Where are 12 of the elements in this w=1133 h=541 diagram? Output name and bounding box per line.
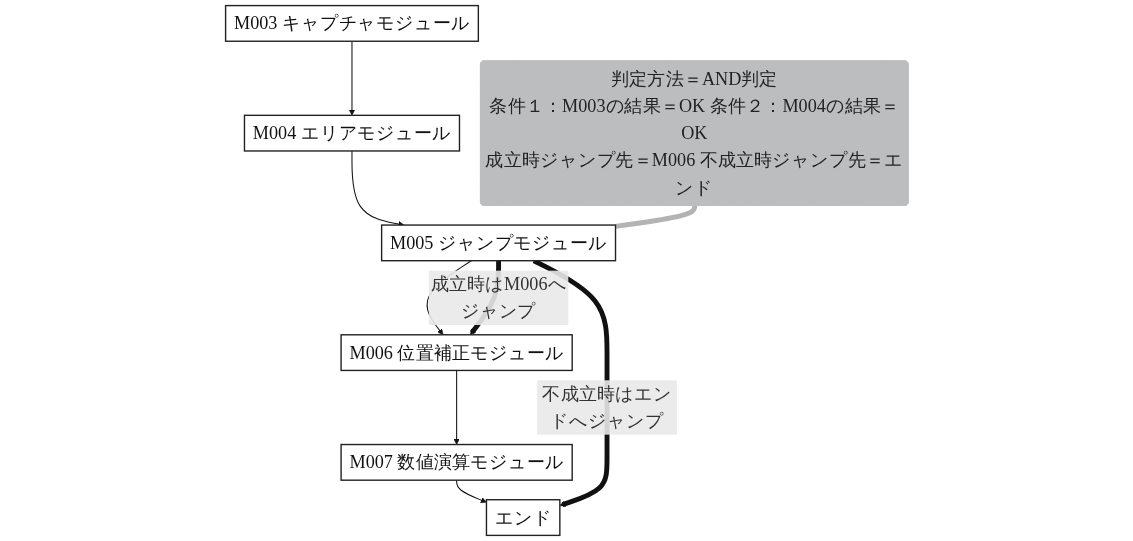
node-box: M003 キャプチャモジュール <box>224 4 479 42</box>
node-box: M005 ジャンプモジュール <box>380 224 616 262</box>
node-box: M007 数値演算モジュール <box>340 443 573 481</box>
node-box: M006 位置補正モジュール <box>340 334 573 372</box>
arrow <box>455 479 487 504</box>
node-box: M004 エリアモジュール <box>243 114 460 152</box>
edge-label: 不成立時はエンドへジャンプ <box>541 383 672 432</box>
arrow <box>348 40 355 116</box>
edge-label: 成立時はM006へジャンプ <box>430 273 567 322</box>
arrow <box>453 369 460 445</box>
node-box: エンド <box>485 499 561 537</box>
connector <box>614 204 697 229</box>
